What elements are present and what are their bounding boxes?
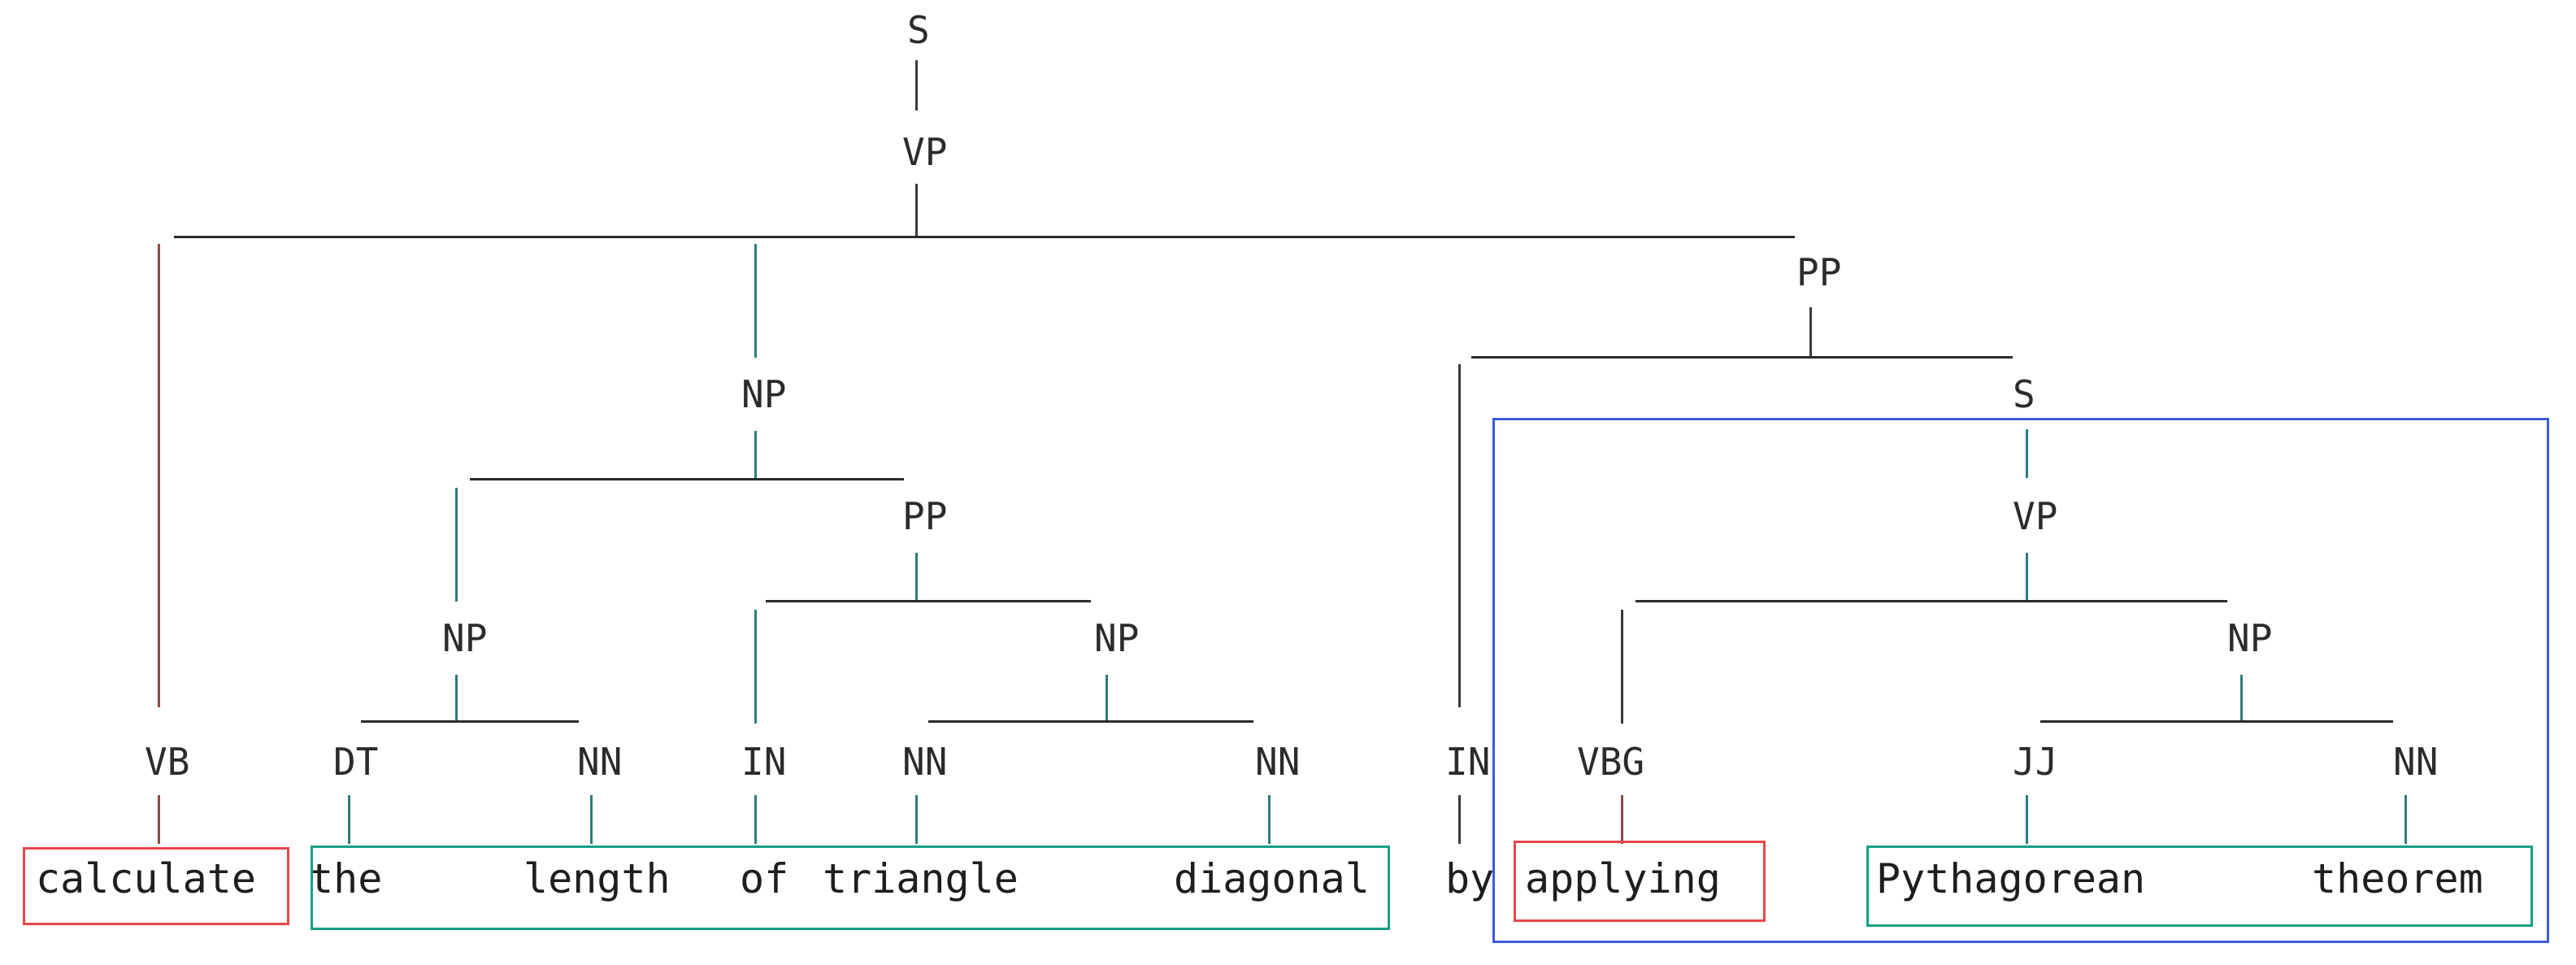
highlight-box-theorem-phrase xyxy=(1866,845,2533,927)
pipe-np-object-junction xyxy=(754,431,757,478)
pipe-np-sub-junction xyxy=(2240,675,2243,720)
pipe-vbg-word xyxy=(1621,795,1623,844)
node-np-right: NP xyxy=(1094,616,1140,660)
pipe-jj-word xyxy=(2026,795,2028,844)
highlight-box-object-phrase xyxy=(311,845,1390,930)
node-vb: VB xyxy=(145,740,190,784)
pipe-s-sub-vp xyxy=(2026,429,2028,478)
word-pythagorean: Pythagorean xyxy=(1876,855,2146,902)
node-s-sub: S xyxy=(2013,372,2035,416)
pipe-pp-by-junction xyxy=(1809,307,1812,356)
word-of: of xyxy=(740,855,789,902)
node-vp-root: VP xyxy=(902,130,948,174)
word-applying: applying xyxy=(1525,855,1721,902)
pipe-in-of xyxy=(754,610,757,724)
branch-bar-vp-root xyxy=(174,236,1795,238)
pipe-nn-diagonal-word xyxy=(1268,795,1271,844)
branch-bar-np-right xyxy=(928,720,1253,723)
node-dt: DT xyxy=(333,740,379,784)
node-jj: JJ xyxy=(2013,740,2058,784)
pipe-np-right xyxy=(1106,675,1108,720)
highlight-box-subordinate-clause xyxy=(1492,418,2549,943)
branch-bar-np-sub xyxy=(2040,720,2393,723)
pipe-in-by xyxy=(1458,364,1461,707)
pipe-np-object xyxy=(754,244,757,358)
pipe-np-left xyxy=(455,488,458,602)
pipe-nn-length-word xyxy=(590,795,593,844)
word-by: by xyxy=(1445,855,1495,902)
node-vp-sub: VP xyxy=(2013,494,2058,538)
pipe-in-of-word xyxy=(754,795,757,844)
node-nn-length: NN xyxy=(577,740,623,784)
pipe-s-vp xyxy=(915,60,918,111)
node-in-of: IN xyxy=(741,740,787,784)
pipe-pp-of-junction xyxy=(915,553,918,600)
node-pp-by: PP xyxy=(1796,250,1842,294)
branch-bar-pp-by xyxy=(1471,356,2013,359)
node-np-sub: NP xyxy=(2227,616,2273,660)
node-np-left: NP xyxy=(442,616,488,660)
pipe-np-left-junction xyxy=(455,675,458,720)
pipe-vb-word xyxy=(158,795,160,844)
pipe-nn-triangle-word xyxy=(915,795,918,844)
pipe-in-by-word xyxy=(1458,795,1461,844)
word-theorem: theorem xyxy=(2312,855,2483,902)
node-np-object: NP xyxy=(741,372,787,416)
highlight-box-verb-applying xyxy=(1514,841,1766,922)
word-triangle: triangle xyxy=(823,855,1019,902)
node-nn-diagonal: NN xyxy=(1255,740,1301,784)
pipe-dt-word xyxy=(348,795,350,844)
node-nn-triangle: NN xyxy=(902,740,948,784)
branch-bar-pp-of xyxy=(766,600,1091,602)
branch-bar-np-object xyxy=(470,478,904,480)
pipe-vbg xyxy=(1621,610,1623,724)
pipe-vp-junction xyxy=(915,184,918,236)
pipe-vb-branch xyxy=(158,244,160,707)
node-s-root: S xyxy=(907,8,930,52)
node-pp-of: PP xyxy=(902,494,948,538)
branch-bar-vp-sub xyxy=(1636,600,2227,602)
pipe-vp-sub-junction xyxy=(2026,553,2028,600)
node-nn-theorem: NN xyxy=(2393,740,2439,784)
word-diagonal: diagonal xyxy=(1174,855,1370,902)
pipe-nn-theorem-word xyxy=(2404,795,2407,844)
node-vbg: VBG xyxy=(1577,740,1645,784)
highlight-box-verb-calculate xyxy=(23,847,289,925)
node-in-by: IN xyxy=(1445,740,1491,784)
branch-bar-np-left xyxy=(361,720,579,723)
word-calculate: calculate xyxy=(36,855,256,902)
word-length: length xyxy=(523,855,671,902)
word-the: the xyxy=(309,855,383,902)
